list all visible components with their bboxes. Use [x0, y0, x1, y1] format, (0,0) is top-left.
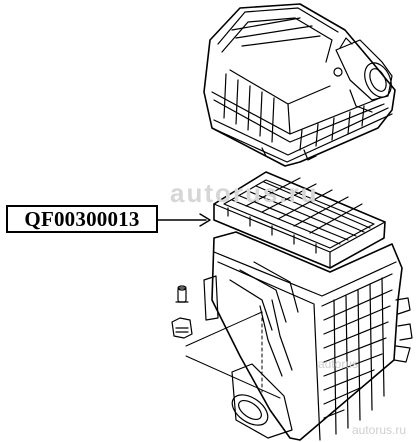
watermark-center: autorus.ru	[170, 178, 319, 208]
part-number-label: QF00300013	[6, 205, 158, 233]
air-filter-element	[213, 171, 386, 269]
watermark-corner: autorus.ru	[352, 423, 407, 437]
watermark-middle: autorus	[318, 357, 359, 371]
air-box-lower-housing	[203, 231, 413, 441]
air-box-upper-cover	[203, 3, 396, 167]
bolt-part	[171, 317, 193, 339]
grommet-part	[175, 285, 189, 303]
leader-lines	[157, 213, 281, 399]
